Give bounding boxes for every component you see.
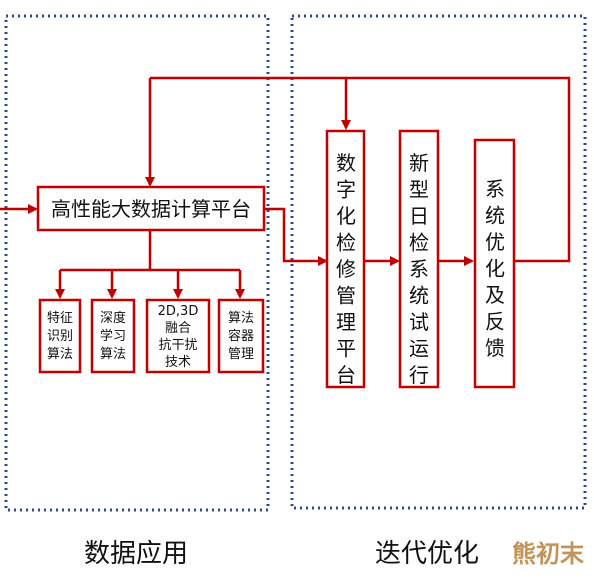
inspection-platform-char-1: 数 [336, 151, 356, 175]
sub-box-2 [90, 298, 136, 374]
sub-box-4 [217, 298, 265, 374]
new-system-trial-box [398, 129, 440, 389]
new-system-trial-char-4: 检 [409, 231, 429, 255]
new-system-trial-char-1: 新 [409, 151, 429, 175]
sub-box-4-line-3: 管理 [228, 347, 254, 362]
inspection-platform-char-9: 台 [336, 363, 356, 387]
sub-box-2-line-2: 学习 [100, 328, 126, 344]
inspection-platform-char-3: 化 [336, 204, 356, 228]
new-system-trial-char-6: 统 [409, 284, 429, 308]
inspection-platform-char-6: 管 [336, 284, 356, 308]
sub-box-3 [145, 298, 211, 374]
sub-box-1-line-3: 算法 [47, 347, 73, 362]
sub-box-1-line-2: 识别 [47, 329, 73, 344]
data-application-frame [4, 14, 270, 512]
computing-platform-box [36, 185, 266, 232]
inspection-platform-box [325, 129, 366, 389]
sub-box-2-line-1: 深度 [100, 310, 126, 326]
optimization-feedback-char-2: 统 [485, 204, 505, 228]
optimization-feedback-char-4: 化 [485, 257, 505, 281]
sub-box-3-line-1: 2D,3D [158, 304, 199, 319]
optimization-feedback-char-1: 系 [485, 177, 505, 201]
iterative-optimization-caption: 迭代优化 [375, 539, 479, 569]
platform-to-inspection-arrow [264, 207, 328, 266]
inspection-platform-char-7: 理 [336, 310, 356, 334]
optimization-feedback-char-5: 及 [485, 283, 505, 307]
inspection-platform-char-5: 修 [336, 257, 356, 281]
new-system-trial-char-9: 行 [409, 363, 429, 387]
new-system-trial-char-7: 试 [409, 310, 429, 334]
inspection-platform-char-4: 检 [336, 231, 356, 255]
feedback-loop-line [150, 76, 571, 263]
sub-box-3-line-3: 抗干扰 [158, 338, 197, 353]
inspection-platform-char-2: 字 [336, 178, 356, 202]
sub-box-4-line-2: 容器 [228, 328, 254, 344]
optimization-feedback-char-6: 反 [485, 310, 505, 334]
computing-platform-label: 高性能大数据计算平台 [51, 197, 251, 221]
new-system-trial-char-2: 型 [409, 178, 429, 202]
sub-box-1 [38, 298, 82, 374]
sub-box-2-line-3: 算法 [100, 347, 126, 362]
optimization-feedback-char-3: 优 [485, 230, 505, 254]
sub-box-3-line-2: 融合 [165, 321, 191, 336]
new-system-trial-char-5: 系 [409, 257, 429, 281]
new-system-trial-char-8: 运 [409, 337, 429, 361]
optimization-feedback-box [473, 138, 516, 389]
iterative-optimization-frame [290, 14, 587, 510]
sub-box-1-line-1: 特征 [47, 311, 73, 326]
watermark-logo: 熊初末 [512, 540, 585, 568]
sub-box-4-line-1: 算法 [228, 311, 254, 326]
optimization-feedback-char-7: 馈 [485, 336, 505, 360]
new-system-trial-char-3: 日 [409, 204, 429, 228]
data-application-caption: 数据应用 [84, 539, 188, 569]
sub-box-3-line-4: 技术 [165, 355, 191, 370]
inspection-platform-char-8: 平 [336, 337, 356, 361]
